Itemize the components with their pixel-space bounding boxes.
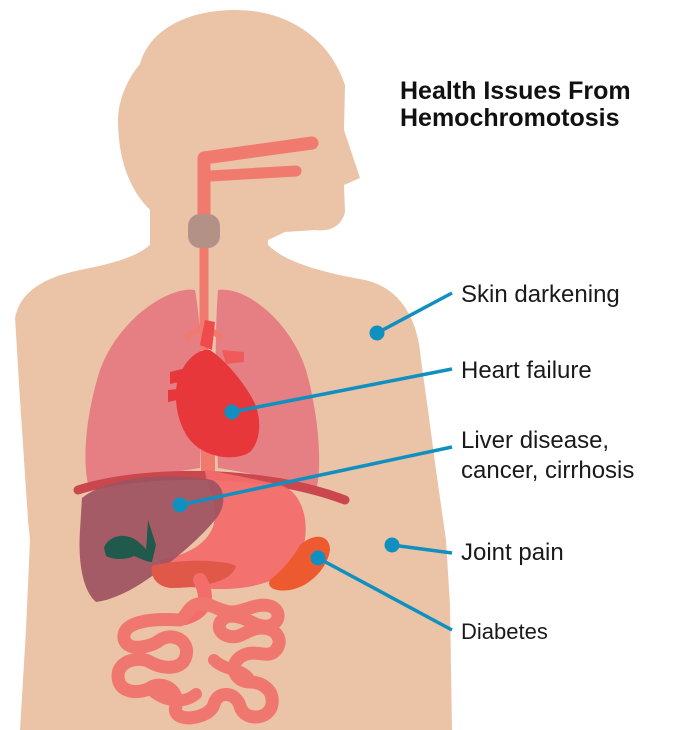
- callout-text: cancer, cirrhosis: [461, 456, 634, 486]
- callout-dot-joint: [385, 538, 400, 553]
- callout-text: Joint pain: [461, 538, 564, 568]
- callout-label-joint: Joint pain: [461, 538, 564, 568]
- callout-dot-heart: [225, 405, 240, 420]
- title-line-2: Hemochromotosis: [400, 105, 690, 132]
- callout-dot-skin: [370, 326, 385, 341]
- callout-text: Diabetes: [461, 617, 548, 647]
- callout-text: Heart failure: [461, 356, 592, 386]
- airway-branch: [210, 171, 296, 176]
- callout-dot-diabetes: [311, 551, 326, 566]
- callout-label-skin: Skin darkening: [461, 280, 620, 310]
- callout-text: Liver disease,: [461, 426, 634, 456]
- callout-label-heart: Heart failure: [461, 356, 592, 386]
- callout-label-liver: Liver disease, cancer, cirrhosis: [461, 426, 634, 486]
- head-shape: [118, 10, 360, 262]
- title-line-1: Health Issues From: [400, 78, 690, 105]
- callout-label-diabetes: Diabetes: [461, 617, 548, 647]
- diagram-title: Health Issues From Hemochromotosis: [400, 78, 690, 132]
- callout-dot-liver: [173, 498, 188, 513]
- thyroid: [188, 214, 220, 248]
- callout-text: Skin darkening: [461, 280, 620, 310]
